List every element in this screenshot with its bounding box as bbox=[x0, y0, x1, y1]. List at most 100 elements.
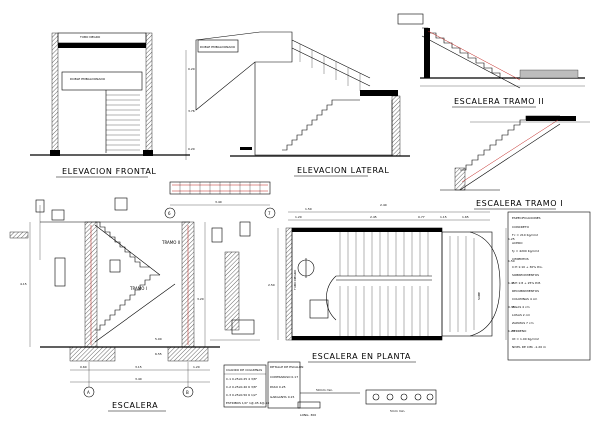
footing-detail bbox=[231, 319, 255, 335]
flight-2-detail: ESCALERA TRAMO II bbox=[397, 13, 585, 108]
front-top-rail-box bbox=[57, 32, 147, 44]
legend-item: GARGANTA 0.15 bbox=[270, 395, 294, 399]
stair-section: TRAMO I TRAMO II 4.15 3.20 6.55 5.00 0.6… bbox=[9, 197, 220, 412]
plan-landing-right bbox=[441, 231, 493, 337]
front-elevation: TUBO NEGRO DOBLE EMBALDONADO ELEVACION F… bbox=[30, 32, 190, 178]
side-lower-wall bbox=[254, 62, 393, 156]
plan-dim-165: 1.65 bbox=[462, 215, 469, 219]
section-tramo2-label: TRAMO II bbox=[161, 240, 180, 245]
side-dim-1: 0.20 bbox=[188, 67, 195, 71]
table-title: CUADRO DE COLUMNAS bbox=[226, 368, 262, 372]
section-footing-a bbox=[69, 346, 116, 362]
section-top-detail bbox=[51, 209, 65, 221]
front-top-label: TUBO NEGRO bbox=[79, 35, 101, 39]
section-top-detail-right bbox=[114, 197, 128, 211]
section-col-detail bbox=[35, 199, 45, 213]
plan-right-treads bbox=[449, 236, 475, 332]
beam-stirrups bbox=[179, 182, 261, 194]
tube-section bbox=[365, 389, 437, 405]
plan-up-label: SUBE bbox=[477, 292, 481, 300]
plan-dim-r5: 1.20 bbox=[508, 329, 515, 333]
plan-outline bbox=[291, 227, 443, 341]
legend-title: DETALLE DE ESCALON bbox=[270, 365, 303, 369]
flight1-base-footing bbox=[454, 167, 466, 191]
side-note-box bbox=[197, 39, 239, 53]
spec-line: SOBRECIMIENTOS bbox=[512, 273, 539, 277]
tube-detail-box bbox=[297, 401, 321, 409]
spec-line: COLUMNAS 4 cm bbox=[512, 297, 537, 301]
beam-dim: 3.40 bbox=[215, 200, 222, 204]
tube-spec: 5mm min. bbox=[390, 409, 405, 413]
plan-dim-245: 2.45 bbox=[370, 215, 377, 219]
col-detail-3 bbox=[224, 251, 240, 331]
column-table: CUADRO DE COLUMNAS C-1 0.25x0.25 4 3/8" … bbox=[223, 364, 269, 408]
svg-text:1.20: 1.20 bbox=[193, 365, 200, 369]
side-handrail bbox=[291, 39, 371, 91]
front-right-column bbox=[145, 32, 153, 154]
section-tramo2-steps bbox=[94, 221, 161, 276]
plan-left-wall bbox=[285, 227, 293, 341]
section-axis-a: A bbox=[87, 390, 90, 395]
beam-axis-7-bubble bbox=[264, 207, 276, 219]
side-note-label: DOBLE EMBALDONADO bbox=[200, 45, 236, 49]
flight1-soffit bbox=[459, 123, 561, 191]
section-left-slab bbox=[9, 231, 29, 239]
plan-dim-l1: 2.50 bbox=[268, 283, 275, 287]
column-details bbox=[210, 221, 260, 341]
spec-line: f'c = 210 Kg/cm2 bbox=[512, 233, 538, 237]
spec-line: NIVEL DE CIM. -1.20 m bbox=[512, 345, 546, 349]
front-note-box bbox=[61, 71, 143, 91]
side-elevation: 0.20 3.76 0.20 DOBLE EMBALDONADO ELEVACI… bbox=[185, 31, 410, 177]
plan-dim-r1: 1.25 bbox=[508, 237, 515, 241]
section-footing-b bbox=[167, 346, 209, 362]
side-stair-steps bbox=[282, 99, 360, 151]
svg-text:5.00: 5.00 bbox=[155, 337, 162, 341]
plan-dim-r4: 0.35 bbox=[508, 305, 515, 309]
side-upper-wall bbox=[195, 31, 293, 111]
section-mid-detail bbox=[109, 259, 121, 273]
svg-text:0.60: 0.60 bbox=[80, 365, 87, 369]
plan-landing-arc bbox=[326, 275, 337, 321]
tube-detail-label: LONG. 300 bbox=[300, 413, 316, 417]
front-right-footing bbox=[143, 150, 153, 156]
spec-line: fy = 4200 Kg/cm2 bbox=[512, 249, 539, 253]
plan-dim-240: 2.40 bbox=[380, 203, 387, 207]
spec-line: C:H 1:8 + 25% P.M. bbox=[512, 281, 541, 285]
flight2-left-support bbox=[424, 28, 430, 78]
spec-box bbox=[507, 211, 591, 361]
col-detail-2 bbox=[239, 221, 251, 237]
flight2-landing bbox=[519, 69, 579, 79]
plan-dim-r2: 1.50 bbox=[508, 259, 515, 263]
flight2-title: ESCALERA TRAMO II bbox=[454, 97, 544, 106]
flight2-label-box bbox=[397, 13, 424, 25]
spec-line: VIGAS 4 cm bbox=[512, 305, 530, 309]
front-note-label: DOBLE EMBALDONADO bbox=[70, 77, 106, 81]
plan-dim-150: 1.50 bbox=[305, 207, 312, 211]
stair-plan: 1.50 2.40 1.20 2.45 0.77 1.15 1.65 bbox=[268, 203, 515, 363]
section-col-section-detail bbox=[54, 257, 66, 287]
table-box bbox=[223, 364, 267, 408]
weld-detail: 50mm min. LONG. 300 5mm min. bbox=[297, 388, 437, 417]
table-row: C-2 0.25x0.40 6 3/8" bbox=[226, 385, 258, 389]
front-elevation-title: ELEVACION FRONTAL bbox=[62, 167, 156, 176]
spec-line: RECUBRIMIENTOS bbox=[512, 289, 539, 293]
spec-line: TERRENO bbox=[511, 329, 527, 333]
side-step-detail bbox=[240, 147, 252, 150]
front-left-column bbox=[51, 32, 59, 154]
table-row: C-1 0.25x0.25 4 3/8" bbox=[226, 377, 258, 381]
svg-text:3.20: 3.20 bbox=[197, 297, 204, 301]
side-dim-3: 0.20 bbox=[188, 147, 195, 151]
plan-dim-077: 0.77 bbox=[418, 215, 425, 219]
flight-1-detail: ESCALERA TRAMO I bbox=[440, 115, 590, 210]
specifications: ESPECIFICACIONES CONCRETO f'c = 210 Kg/c… bbox=[507, 211, 591, 361]
spec-line: ZAPATAS 7 cm bbox=[512, 321, 534, 325]
spec-line: CONCRETO bbox=[512, 225, 530, 229]
section-axis-b: B bbox=[186, 390, 189, 395]
spec-line: LOSAS 2 cm bbox=[512, 313, 530, 317]
legend-item: PASO 0.25 bbox=[270, 385, 286, 389]
flight1-steps bbox=[460, 115, 560, 171]
side-elevation-title: ELEVACION LATERAL bbox=[297, 166, 389, 175]
side-column bbox=[391, 95, 401, 157]
flight2-soffit bbox=[421, 35, 521, 89]
